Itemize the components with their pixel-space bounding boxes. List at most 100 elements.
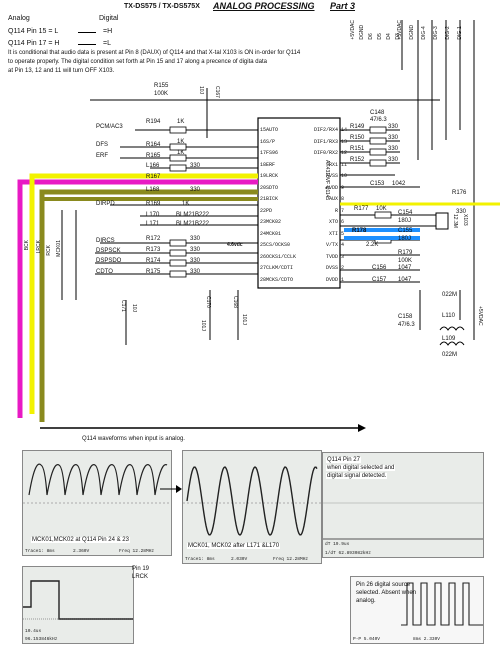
- label-c168: C168: [232, 296, 238, 308]
- label-c167: C167: [214, 86, 220, 98]
- ic-right-pin-numbers: 14 13 12 11 10 9 8 7 6 5 4 3 2 1: [341, 125, 347, 286]
- label-c158-value: 47/6.3: [398, 322, 415, 328]
- waveform-trace: [401, 582, 483, 626]
- label-r169-value: 1K: [182, 201, 190, 207]
- model-label: TX-DS575 / TX-DS575X: [124, 3, 200, 10]
- scope-label: MCK01,MCK02 at Q114 Pin 24 & 23: [31, 537, 130, 543]
- ic-pin: DVDD: [325, 276, 338, 283]
- waveform-trace: [323, 502, 483, 540]
- label-c170-value: 101J: [200, 320, 206, 331]
- scope-readout: P-P 5.040V: [353, 637, 381, 642]
- vertical-label-rck: RCK: [46, 245, 52, 256]
- ic-pin: 15AUTO: [260, 127, 279, 133]
- scope-readout: 2.360V: [73, 549, 90, 554]
- connector-pin: DIG-3: [433, 26, 439, 40]
- label-l171-value: BLM21B222: [176, 221, 210, 227]
- signal-pcm-ac3: PCM/AC3: [96, 124, 123, 130]
- label-r175: R175: [146, 269, 161, 275]
- label-c157: C157: [372, 277, 387, 283]
- ic-pin: 16S/P: [260, 138, 276, 145]
- label-r175-value: 330: [190, 269, 201, 275]
- label-l168: L168: [146, 187, 160, 193]
- label-voltage: 4.6vdc: [227, 242, 243, 248]
- waveform-trace: [183, 466, 321, 536]
- ic-pin-number: 9: [341, 184, 345, 191]
- scope-mck-after-l171: MCK01, MCK02 after L171 &L170 Trace1: 8m…: [182, 450, 322, 564]
- ic-pin: RX1: [328, 161, 338, 168]
- scope-label: when digital selected and: [326, 465, 396, 471]
- vertical-label: MCK01: [56, 240, 62, 257]
- label-r150: R150: [350, 135, 365, 141]
- scope-readout: 1/dT 62.893082kHz: [325, 551, 371, 556]
- connector-pin: +5VDAC: [350, 20, 356, 40]
- label-l022m-lower: 022M: [442, 352, 458, 358]
- label-r176: R176: [452, 190, 467, 196]
- scope-label: selected. Absent when: [356, 590, 417, 596]
- label-c170: C170: [205, 296, 211, 308]
- ic-pin: 18ERF: [260, 161, 276, 168]
- pin17-digital: =L: [103, 40, 111, 47]
- signal-dspsdo: DSPSDO: [96, 258, 122, 264]
- label-c156: C156: [372, 265, 387, 271]
- label-r165-value: 1K: [177, 150, 185, 156]
- scope-readout: 2.030V: [231, 557, 248, 562]
- pin17-condition: Q114 Pin 17 = H: [8, 40, 60, 47]
- label-c154: C154: [398, 210, 413, 216]
- ic-pin: V/TX: [325, 242, 338, 248]
- label-r152-value: 330: [388, 157, 399, 163]
- arrow-line: [78, 32, 96, 33]
- ic-pin-number: 7: [341, 207, 345, 214]
- ic-pin: XTO: [328, 219, 338, 225]
- label-r164-value: 1K: [177, 139, 185, 145]
- vertical-label: BCK: [24, 240, 30, 251]
- ic-pin-number: 6: [341, 219, 345, 225]
- label-r151-value: 330: [388, 146, 399, 152]
- label-r178-value: 2.2K: [366, 242, 379, 248]
- label-r152: R152: [350, 157, 365, 163]
- label-r164: R164: [146, 142, 161, 148]
- label-l168-value: 330: [190, 187, 201, 193]
- digital-heading: Digital: [99, 15, 119, 22]
- label-c155: C155: [398, 228, 413, 234]
- label-c154-value: 180J: [398, 218, 412, 224]
- label-r155-value: 100K: [154, 91, 169, 97]
- ic-pin: 20SDTO: [260, 184, 279, 191]
- label-r173: R173: [146, 247, 161, 253]
- label-r167: R167: [146, 174, 161, 180]
- signal-cdto: CDTO: [96, 269, 113, 275]
- ic-pin: 19LRCK: [260, 173, 279, 179]
- label-r172: R172: [146, 236, 161, 242]
- ic-pin-number: 14: [341, 127, 348, 133]
- label-r174: R174: [146, 258, 161, 264]
- ic-pin: 21BICK: [260, 196, 279, 202]
- vertical-label-mck01: MCK01: [56, 240, 62, 257]
- part-label: Part 3: [330, 1, 356, 11]
- scope-readout: 8ms 2.330V: [413, 637, 441, 642]
- scope-readout: 96.153846kHz: [25, 637, 58, 642]
- label-c148-value: 47/6.3: [370, 117, 387, 123]
- ic-pin: DIF0/RX2: [313, 150, 338, 156]
- label-l170-value: BLM21B222: [176, 212, 210, 218]
- label-c153: C153: [370, 181, 385, 187]
- label-r149-value: 330: [388, 124, 399, 130]
- note-line-3: at Pin 13, 12 and 11 will turn OFF X103.: [8, 68, 115, 74]
- waveforms-caption: Q114 waveforms when input is analog.: [82, 436, 185, 442]
- scope-readout: Freq 12.28MHz: [273, 557, 309, 562]
- label-r169: R169: [146, 201, 161, 207]
- connector-pin: DIG-2: [445, 26, 451, 40]
- label-r179-value: 100K: [398, 258, 413, 264]
- label-r177-value: 10K: [376, 206, 387, 212]
- connector-left-labels: +5VDAC DGND D6 D5 D4 D3: [350, 20, 401, 40]
- ic-pin-number: 3: [341, 253, 345, 260]
- connector-pin: DGND: [359, 24, 365, 40]
- connector-pin: D3: [395, 33, 401, 40]
- ic-pin: 22PD: [260, 207, 273, 214]
- ic-left-pins: 15AUTO 16S/P 17FS96 18ERF 19LRCK 20SDTO …: [260, 125, 296, 286]
- ic-pin: 17FS96: [260, 150, 279, 156]
- label-x103: X103: [462, 214, 468, 226]
- ic-pin: TVDD: [325, 253, 338, 260]
- ic-pin-number: 11: [341, 161, 348, 168]
- label-r149: R149: [350, 124, 365, 130]
- note-line-2: to operate properly. The digital conditi…: [8, 59, 267, 65]
- signal-dspsck: DSPSCK: [96, 248, 121, 254]
